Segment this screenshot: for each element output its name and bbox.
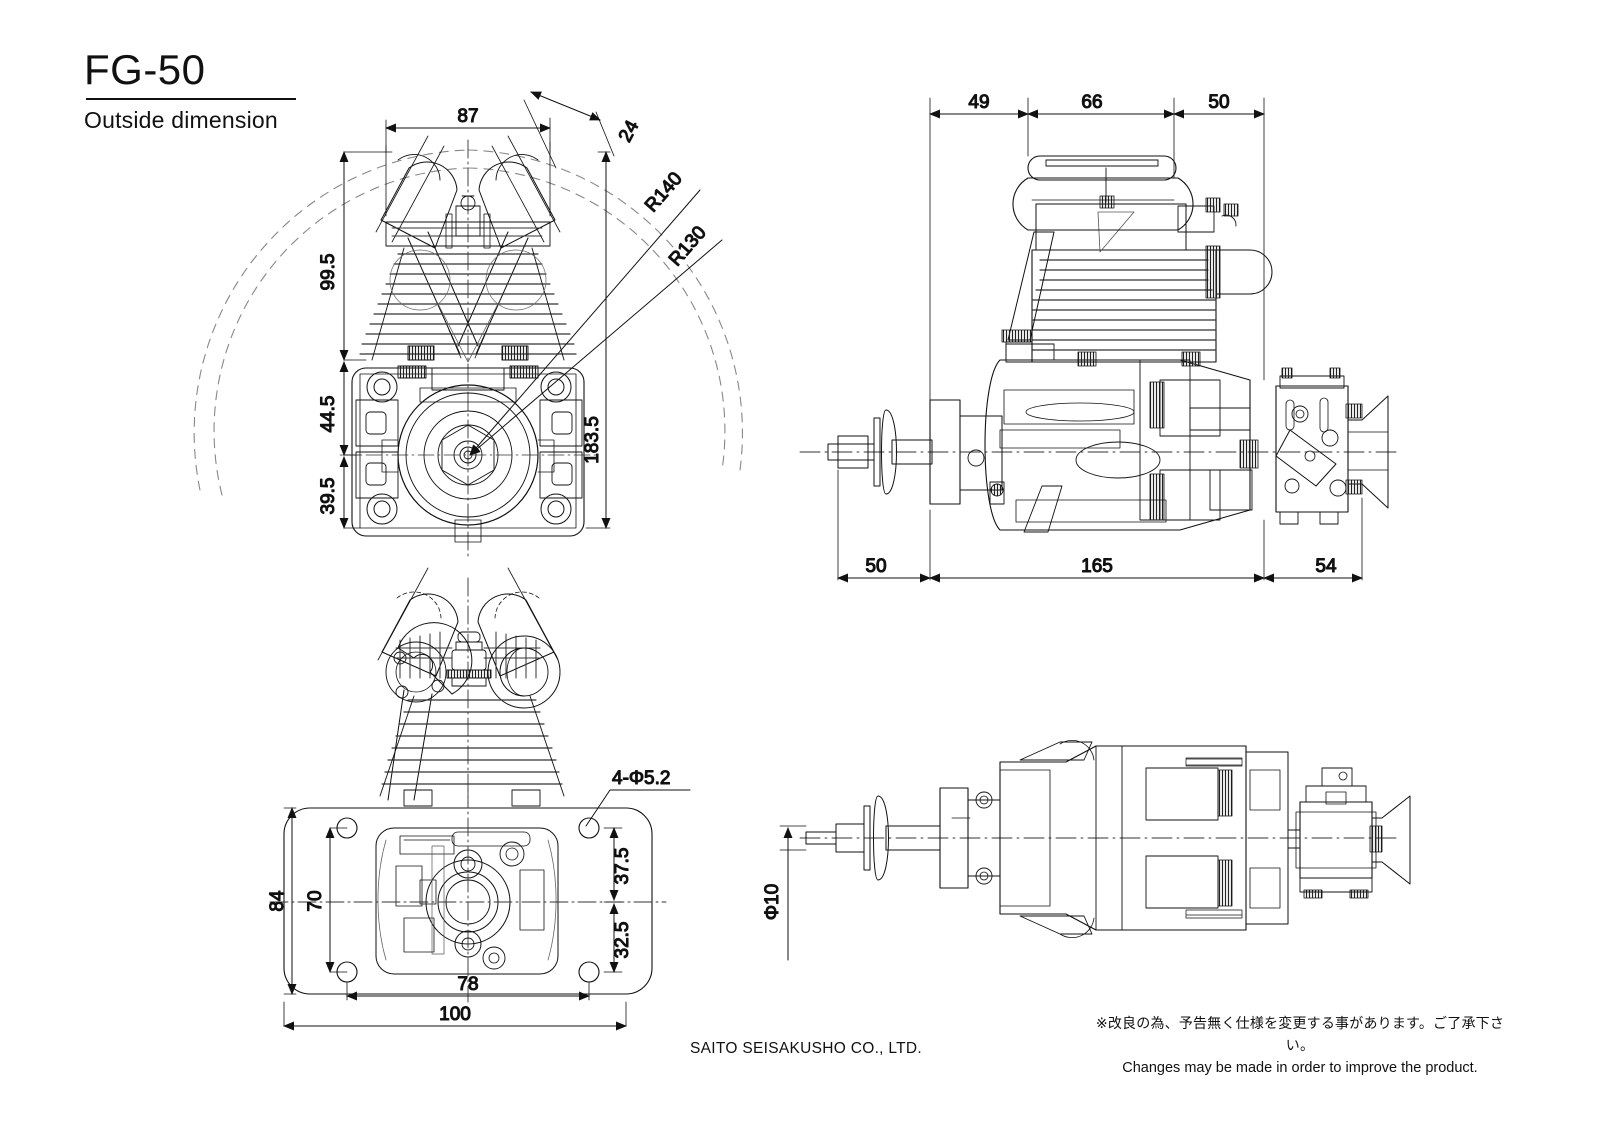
front-extension-lines	[343, 141, 611, 529]
side-cylinder	[1031, 203, 1217, 367]
dim-39-5-label: 39.5	[318, 478, 339, 515]
dim-24-label: 24	[615, 117, 644, 146]
side-cooling-fins	[1031, 259, 1217, 351]
company-name: SAITO SEISAKUSHO CO., LTD.	[690, 1040, 923, 1057]
dim-32-5-label: 32.5	[612, 922, 633, 959]
dim-bottom-heights	[287, 807, 335, 995]
disclaimer-en: Changes may be made in order to improve …	[1122, 1060, 1478, 1077]
rear-intake-left	[385, 622, 473, 801]
rear-center-valve	[446, 631, 492, 687]
dim-66-label: 66	[1081, 92, 1102, 113]
bottom-crankcase	[375, 827, 559, 975]
dim-99-5-label: 99.5	[318, 254, 339, 291]
dim-87-label: 87	[457, 106, 478, 127]
disclaimer-note: ※改良の為、予告無く仕様を変更する事があります。ご了承下さい。 Changes …	[1090, 1014, 1510, 1080]
front-view: 87 24 99.5 44.5 39.5 183.5	[193, 91, 743, 557]
dim-50-top-label: 50	[1208, 92, 1229, 113]
dim-54-label: 54	[1315, 556, 1337, 577]
side-pushrod-tube	[1001, 231, 1055, 363]
dim-165-label: 165	[1081, 556, 1113, 577]
page-title: FG-50	[84, 46, 206, 93]
dim-hole-callout-label: 4-Φ5.2	[612, 768, 670, 789]
page-subtitle: Outside dimension	[84, 106, 278, 133]
title-divider	[86, 98, 296, 100]
dim-front-width	[385, 117, 551, 153]
hole-callout-leader	[585, 789, 691, 827]
front-cylinders	[359, 135, 577, 403]
rear-exhaust-right	[487, 635, 561, 709]
bottom-view: 4-Φ5.2 84 70	[266, 767, 691, 1031]
top-view: Φ10	[761, 740, 1411, 961]
propeller-arc-r130	[213, 167, 469, 496]
side-prop-shaft	[827, 409, 933, 495]
bottom-extension-lines	[283, 807, 627, 1027]
dim-shaft-diameter	[779, 825, 807, 961]
front-crankcase	[351, 367, 585, 537]
side-head-cover	[1012, 155, 1221, 233]
disclaimer-jp: ※改良の為、予告無く仕様を変更する事があります。ご了承下さい。	[1095, 1016, 1505, 1054]
dim-78-label: 78	[457, 974, 478, 995]
side-muffler	[1205, 203, 1273, 299]
rear-right-head	[477, 567, 559, 677]
dim-50-bottom-label: 50	[865, 556, 886, 577]
radius-leaders	[469, 189, 723, 456]
dim-49-label: 49	[968, 92, 989, 113]
rear-view	[377, 567, 565, 807]
dim-44-5-label: 44.5	[318, 396, 339, 433]
mount-hole-4	[578, 961, 600, 983]
side-view: 49 66 50 50 165 54	[799, 91, 1401, 583]
dim-bottom-widths	[283, 991, 627, 1031]
top-carburetor	[1287, 767, 1411, 899]
title-block: FG-50 Outside dimension	[84, 46, 296, 134]
front-cooling-fins	[359, 253, 577, 355]
bottom-axes	[269, 789, 667, 1003]
propeller-arc-r140	[193, 149, 469, 491]
rear-cooling-fins	[381, 699, 563, 785]
top-crankcase	[999, 740, 1289, 938]
dim-84-label: 84	[267, 890, 288, 912]
side-crankcase	[984, 343, 1259, 533]
dim-70-label: 70	[305, 890, 326, 911]
rear-left-head	[377, 567, 459, 677]
dim-37-5-label: 37.5	[612, 848, 633, 885]
side-extension-lines	[837, 97, 1363, 581]
mount-hole-2	[578, 817, 600, 839]
dim-183-5-label: 183.5	[582, 416, 603, 464]
side-carburetor	[1275, 367, 1389, 525]
dim-100-label: 100	[439, 1004, 471, 1025]
dim-phi10-label: Φ10	[762, 884, 783, 920]
dim-r140-label: R140	[641, 168, 687, 216]
side-drive-hub	[929, 399, 1005, 505]
dim-front-offset	[523, 91, 615, 169]
